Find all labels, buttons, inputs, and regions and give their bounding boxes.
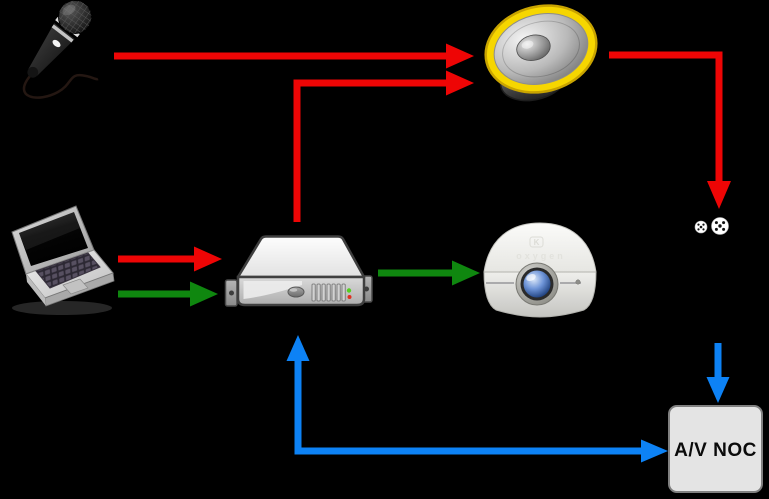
loudspeaker-icon — [484, 4, 598, 102]
rack-server-icon — [224, 235, 373, 307]
film-reels-icon — [694, 217, 729, 235]
arrow-camera-to-noc — [706, 343, 730, 403]
arrow-mic-to-speaker — [114, 43, 474, 69]
av-noc-label: A/V NOC — [674, 440, 757, 461]
video-projector-icon: K oxygen — [483, 222, 597, 318]
arrow-server-to-projector — [378, 260, 480, 286]
server-vents — [311, 283, 346, 302]
server-led-red — [347, 295, 352, 299]
arrow-laptop-to-server-green — [118, 281, 218, 307]
laptop-screen — [19, 212, 88, 266]
projector-lens — [523, 270, 551, 298]
laptop-icon — [11, 205, 115, 315]
projector-logo: K — [534, 238, 540, 247]
server-led-green — [346, 288, 352, 293]
projector-brand-text: oxygen — [516, 251, 566, 261]
arrow-laptop-to-server-red — [118, 246, 222, 272]
laptop-touchpad — [62, 278, 89, 295]
arrow-server-to-speaker — [293, 70, 474, 222]
server-power-button — [287, 286, 305, 298]
laptop-keyboard — [35, 252, 101, 289]
av-noc-box: A/V NOC — [668, 405, 763, 493]
projector-sensor-dot — [575, 279, 581, 285]
server-top — [236, 235, 366, 279]
mic-body — [28, 23, 75, 76]
mic-cable — [22, 73, 99, 99]
mic-switch — [52, 39, 61, 48]
arrow-speaker-to-camera — [609, 51, 731, 209]
microphone-icon — [22, 0, 99, 99]
av-noc-rect — [668, 405, 763, 493]
arrow-server-noc-bidirectional — [286, 335, 668, 463]
speaker-dustcap — [516, 34, 551, 61]
